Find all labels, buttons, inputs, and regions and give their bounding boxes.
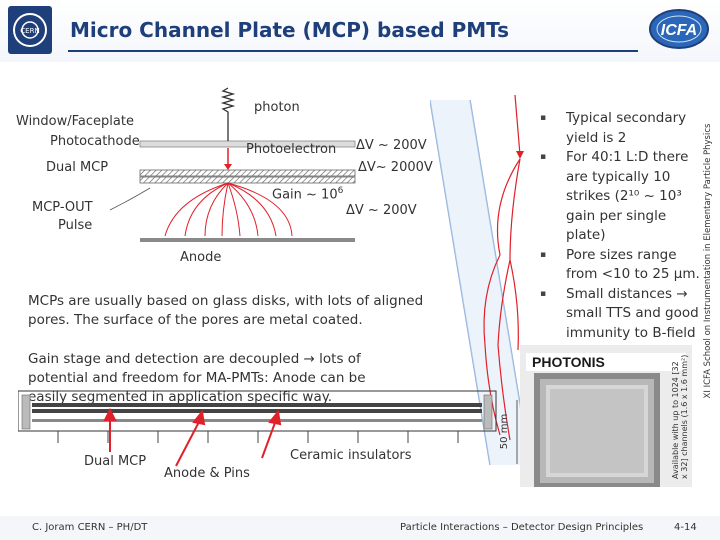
faceplate xyxy=(139,140,356,148)
label-arrows xyxy=(103,407,282,467)
list-item: Small distances → small TTS and good imm… xyxy=(536,285,706,344)
photonis-photo: PHOTONIS xyxy=(520,345,692,487)
mcp-plate-bottom xyxy=(139,176,356,184)
anode-pins-label: Anode & Pins xyxy=(164,466,250,481)
cern-logo: CERN xyxy=(8,6,52,54)
mcp-schematic xyxy=(109,87,356,242)
footer-course: Particle Interactions – Detector Design … xyxy=(400,522,644,533)
facts-list: Typical secondary yield is 2 For 40:1 L:… xyxy=(536,109,706,343)
electron-cascade xyxy=(164,182,293,237)
gain-stage-text: Gain stage and detection are decoupled →… xyxy=(28,351,366,405)
svg-text:ICFA: ICFA xyxy=(661,22,697,39)
icfa-logo: ICFA xyxy=(649,9,709,49)
side-caption: XI ICFA School on Instrumentation in Ele… xyxy=(703,123,713,399)
footer-bar xyxy=(0,516,720,540)
svg-text:CERN: CERN xyxy=(20,27,39,35)
dual-mcp-bottom-label: Dual MCP xyxy=(84,454,147,469)
dv-cathode-label: ΔV ~ 200V xyxy=(356,138,427,153)
anode-label: Anode xyxy=(180,250,222,265)
dv-anode-label: ΔV ~ 200V xyxy=(346,203,417,218)
dv-mcp-label: ΔV~ 2000V xyxy=(358,160,433,175)
window-faceplate-label: Window/Faceplate xyxy=(16,114,134,129)
photo-caption: Available with up to 1024 [32 x 32] chan… xyxy=(671,354,689,479)
list-item: Typical secondary yield is 2 xyxy=(536,109,706,148)
page-number: 4-14 xyxy=(674,522,697,533)
dimension-50mm: 50 mm xyxy=(499,400,518,464)
mcp-glass-text: MCPs are usually based on glass disks, w… xyxy=(28,293,424,328)
photon-wave xyxy=(220,87,236,122)
footer-author: C. Joram CERN – PH/DT xyxy=(32,522,148,533)
photon-label: photon xyxy=(254,100,300,115)
anode-plate xyxy=(140,238,355,242)
page-title: Micro Channel Plate (MCP) based PMTs xyxy=(70,18,510,42)
photonis-image: PHOTONIS xyxy=(520,345,692,487)
ceramic-label: Ceramic insulators xyxy=(290,448,412,463)
svg-text:PHOTONIS: PHOTONIS xyxy=(532,354,605,370)
mcp-out-label: MCP-OUT xyxy=(32,200,93,215)
mcp-plate-top xyxy=(139,169,356,177)
photoelectron-label: Photoelectron xyxy=(246,142,337,157)
pulse-label: Pulse xyxy=(58,218,93,233)
list-item: For 40:1 L:D there are typically 10 stri… xyxy=(536,148,706,246)
detector-cross-section xyxy=(18,390,497,443)
secondary-electron-paths xyxy=(483,95,524,441)
dual-mcp-label: Dual MCP xyxy=(46,160,109,175)
list-item: Pore sizes range from <10 to 25 μm. xyxy=(536,246,706,285)
photocathode-label: Photocathode xyxy=(50,134,140,149)
gain-label: Gain ~ 106 xyxy=(272,186,344,203)
title-divider xyxy=(68,50,638,52)
